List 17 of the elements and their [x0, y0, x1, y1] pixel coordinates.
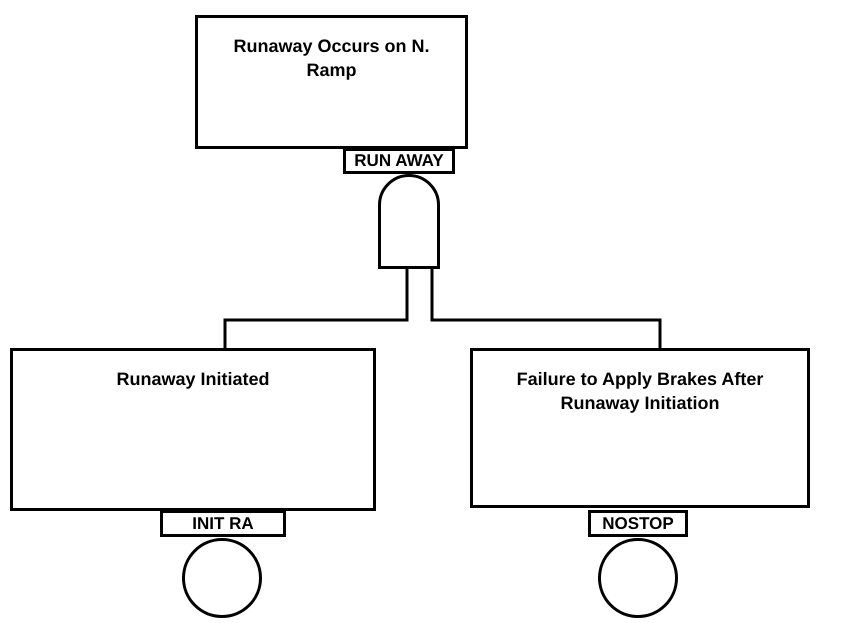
event-code: RUN AWAY [354, 151, 444, 171]
event-box [10, 348, 376, 511]
event-tag [160, 510, 286, 537]
event-code: NOSTOP [602, 514, 674, 534]
event-box [470, 348, 810, 508]
connector-line [224, 269, 408, 348]
event-description: Failure to Apply Brakes After Runaway Initiation [516, 368, 764, 416]
event-code: INIT RA [192, 514, 254, 534]
basic-event-circle [598, 537, 678, 619]
and-gate [378, 174, 440, 269]
event-description: Runaway Occurs on N. Ramp [232, 35, 430, 82]
event-description: Runaway Initiated [115, 368, 270, 391]
event-tag [588, 510, 688, 537]
event-tag [343, 148, 455, 174]
event-box [195, 15, 468, 149]
basic-event-circle [182, 537, 262, 619]
connector-line [430, 269, 662, 348]
